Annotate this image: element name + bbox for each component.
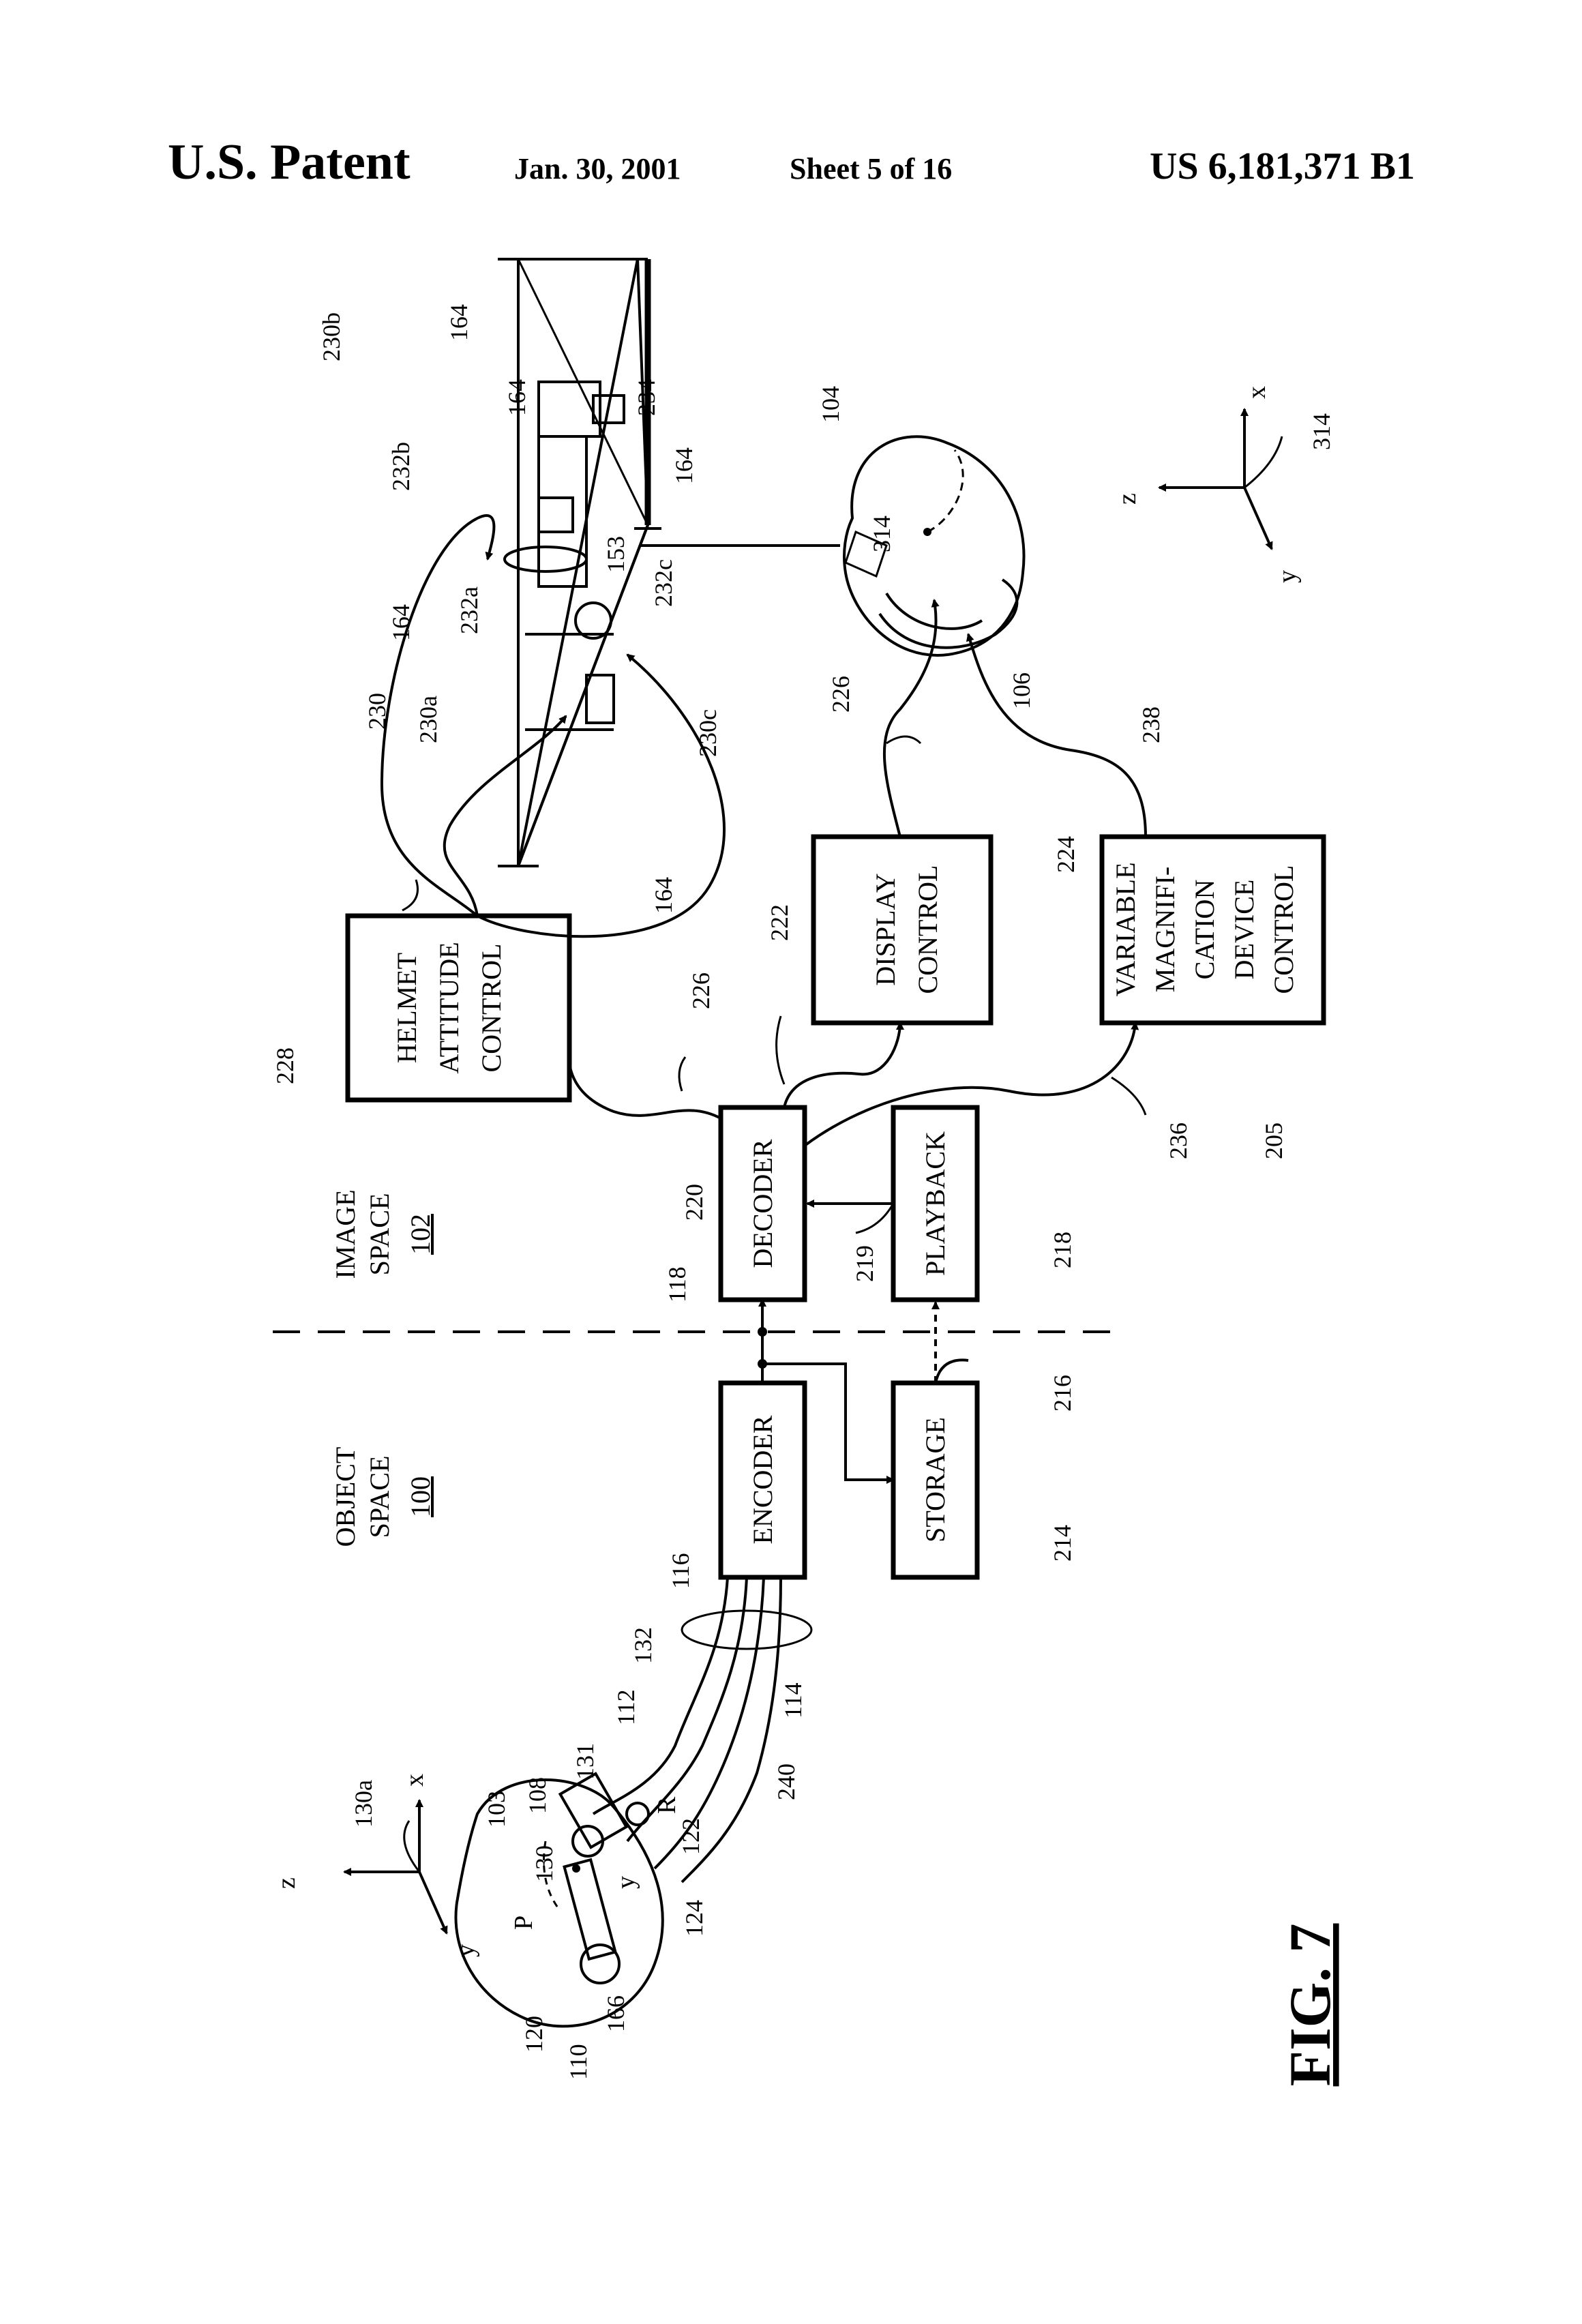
figure-label: FIG. 7 [1277,1924,1343,2087]
axis-z-right: z [1113,493,1141,505]
object-space-label: OBJECT SPACE 100 [330,1447,436,1547]
ref-234: 234 [633,379,660,416]
ref-164e: 164 [503,379,531,416]
ref-112: 112 [612,1689,640,1725]
svg-text:OBJECT: OBJECT [330,1447,361,1547]
helmet-attitude-control-block: HELMET ATTITUDE CONTROL [348,916,569,1100]
ref-164c: 164 [650,877,677,914]
ref-114: 114 [779,1682,807,1718]
yaw-label: y [612,1876,640,1889]
axis-z-left: z [272,1877,301,1889]
ref-230c: 230c [694,709,721,757]
ref-314a: 314 [868,516,895,552]
ref-164d: 164 [670,447,698,484]
svg-text:100: 100 [405,1476,436,1517]
ref-240: 240 [773,1763,800,1800]
ref-118: 118 [663,1266,691,1302]
ref-110: 110 [565,2044,592,2080]
svg-text:IMAGE: IMAGE [330,1189,361,1279]
ref-116: 116 [667,1553,694,1589]
ref-226b: 226 [687,972,715,1009]
encoder-block: ENCODER [721,1383,805,1577]
ref-103: 103 [483,1791,510,1828]
ref-130: 130 [531,1845,558,1882]
variable-magnification-device-control-block: VARIABLE MAGNIFI- CATION DEVICE CONTROL [1102,837,1324,1023]
decoder-block: DECODER [721,1107,805,1300]
vmd-label-line5: CONTROL [1268,865,1299,994]
storage-label: STORAGE [920,1417,951,1543]
ref-228: 228 [271,1047,299,1084]
ref-232b: 232b [387,442,415,491]
ref-232c: 232c [650,559,677,607]
svg-text:SPACE: SPACE [364,1456,395,1538]
ref-230: 230 [363,693,391,730]
display-label-line1: DISPLAY [870,873,901,985]
ref-124: 124 [681,1900,708,1937]
ref-164b: 164 [445,304,473,341]
ref-108: 108 [524,1777,551,1814]
axis-x-left: x [400,1774,429,1787]
axis-y-left: y [451,1944,480,1957]
ref-122: 122 [677,1818,704,1855]
ref-130a: 130a [350,1780,377,1828]
ref-166: 166 [602,1995,629,2032]
pitch-label: P [509,1916,538,1930]
ref-220: 220 [681,1184,708,1221]
ref-106: 106 [1008,672,1035,709]
ref-222: 222 [766,904,793,941]
ref-236: 236 [1165,1122,1192,1159]
ref-205: 205 [1260,1122,1287,1159]
display-label-line2: CONTROL [912,865,943,994]
display-control-block: DISPLAY CONTROL [814,837,991,1023]
roll-label: R [653,1796,681,1814]
image-space-label: IMAGE SPACE 102 [330,1189,436,1279]
ref-218: 218 [1049,1232,1076,1268]
decoder-label: DECODER [747,1139,778,1268]
ref-104: 104 [817,386,844,423]
axes-314: x z y [1113,386,1302,583]
ref-314b: 314 [1308,413,1335,450]
ref-214: 214 [1049,1525,1076,1562]
playback-block: PLAYBACK [893,1107,977,1300]
vmd-label-line2: MAGNIFI- [1150,867,1180,992]
svg-text:SPACE: SPACE [364,1193,395,1276]
svg-text:102: 102 [405,1214,436,1255]
ref-132: 132 [629,1627,657,1664]
ref-230a: 230a [415,696,442,743]
helmet-label-line3: CONTROL [476,944,507,1073]
vmd-label-line3: CATION [1189,880,1220,980]
encoder-label: ENCODER [747,1415,778,1544]
playback-label: PLAYBACK [920,1131,951,1276]
ref-224: 224 [1052,836,1079,873]
vmd-label-line1: VARIABLE [1110,862,1141,996]
ref-238: 238 [1137,706,1165,743]
axis-y-right: y [1273,570,1302,583]
motion-platform-234 [498,259,661,866]
ref-232a: 232a [456,586,483,634]
ref-153: 153 [602,536,629,573]
ref-230b: 230b [318,312,345,361]
helmet-label-line2: ATTITUDE [434,942,464,1073]
ref-164a: 164 [387,604,415,641]
axis-x-right: x [1242,386,1271,399]
vmd-label-line4: DEVICE [1229,880,1259,980]
ref-131: 131 [571,1743,599,1780]
ref-120: 120 [520,2016,548,2053]
ref-219: 219 [851,1245,878,1282]
ref-226a: 226 [827,676,854,713]
helmet-label-line1: HELMET [391,953,422,1063]
storage-block: STORAGE [893,1383,977,1577]
ref-216: 216 [1049,1375,1076,1412]
